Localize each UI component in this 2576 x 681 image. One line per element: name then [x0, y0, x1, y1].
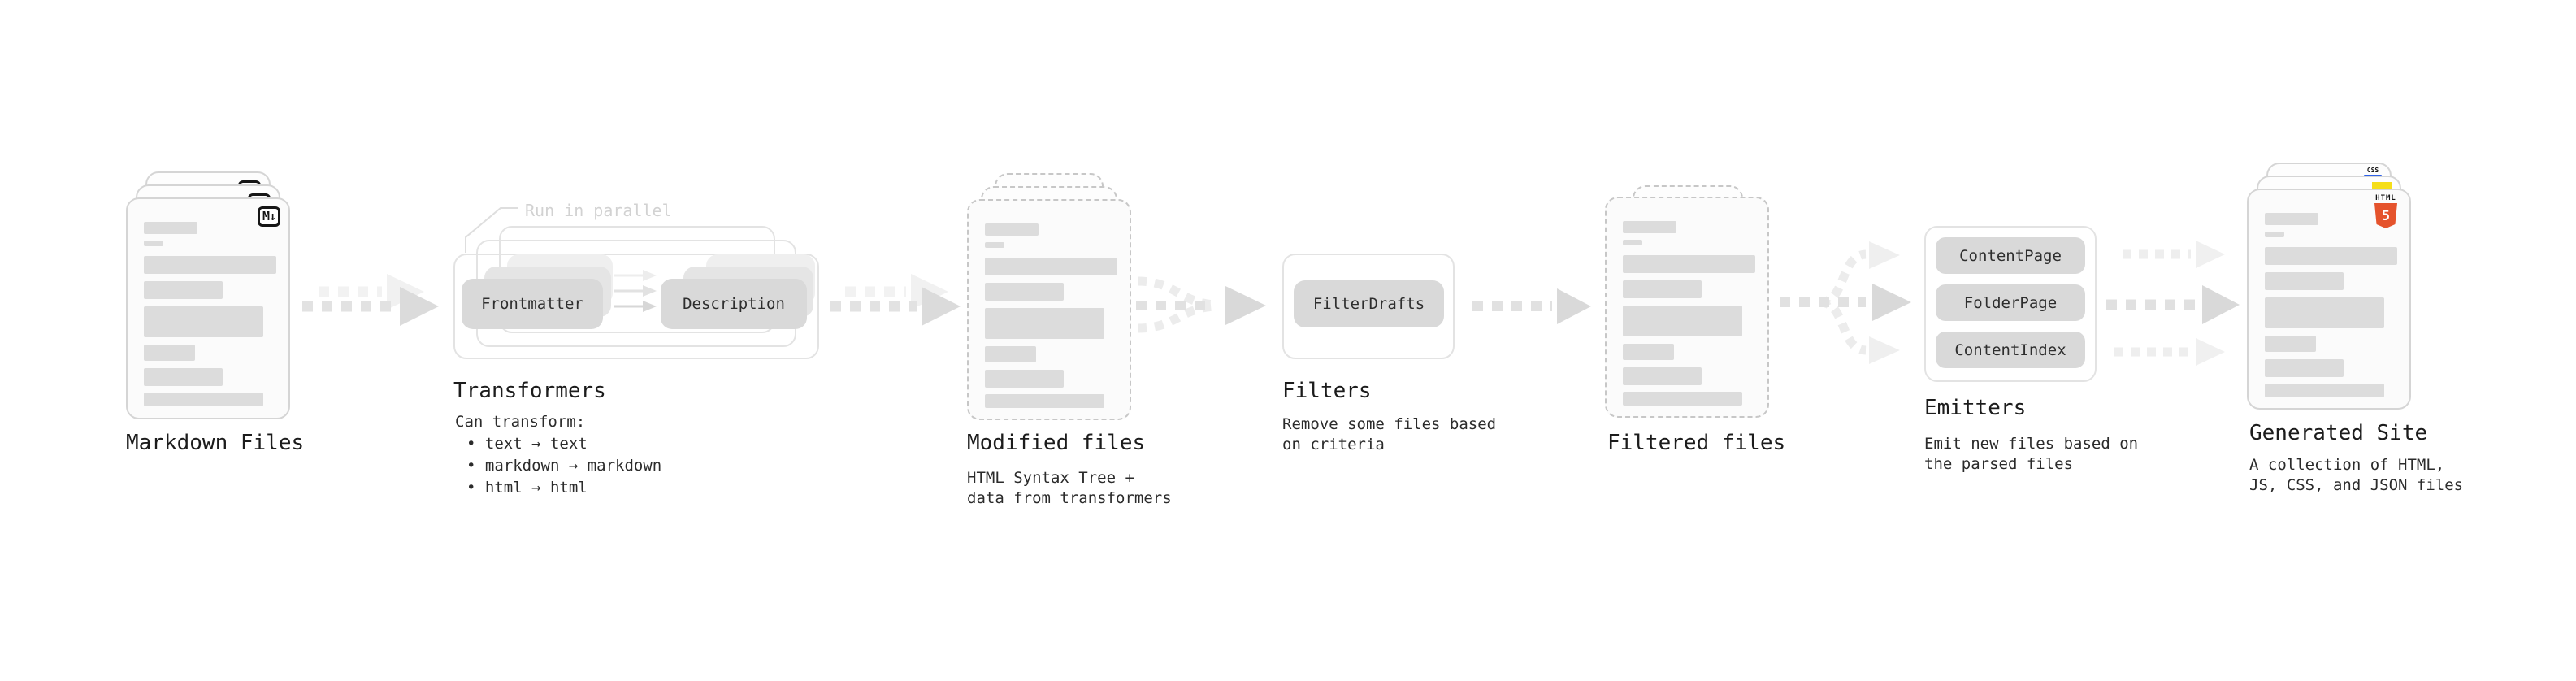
generated-site-note: A collection of HTML, JS, CSS, and JSON … — [2249, 455, 2463, 496]
flow-arrow-transformers-to-modified — [830, 274, 961, 326]
note-line: A collection of HTML, — [2249, 456, 2445, 474]
pill-label: Description — [683, 295, 785, 313]
emitter-pill-folderpage: FolderPage — [1936, 284, 2085, 321]
note-line: JS, CSS, and JSON files — [2249, 476, 2464, 494]
filtered-files-stack — [1605, 185, 1772, 421]
note-line: the parsed files — [1924, 455, 2074, 473]
flow-arrow-modified-to-filters — [1136, 276, 1266, 333]
doc-content-bars — [144, 222, 276, 406]
flow-arrow-filters-to-filtered — [1472, 288, 1591, 324]
filter-pill-filterdrafts: FilterDrafts — [1294, 280, 1444, 327]
doc-content-bars — [1623, 221, 1755, 406]
modified-files-note: HTML Syntax Tree + data from transformer… — [967, 468, 1172, 509]
note-line: HTML Syntax Tree + — [967, 469, 1134, 487]
modified-files-stack — [967, 173, 1134, 422]
pill-label: FolderPage — [1963, 293, 2058, 312]
transformer-pill-description: Description — [661, 279, 807, 329]
note-line: on criteria — [1282, 436, 1385, 453]
note-line: Emit new files based on — [1924, 435, 2139, 453]
doc-content-bars — [2265, 213, 2397, 397]
html5-logo-text: HTML — [2375, 194, 2396, 202]
pill-label: ContentIndex — [1954, 340, 2066, 359]
markdown-files-stack: M↓ M↓ M↓ — [126, 171, 313, 420]
modified-files-label: Modified files — [967, 431, 1146, 455]
modified-file-card-front — [967, 199, 1131, 420]
emitter-pill-contentindex: ContentIndex — [1936, 332, 2085, 368]
note-bullet: • markdown → markdown — [466, 457, 662, 475]
doc-content-bars — [985, 223, 1117, 408]
run-in-parallel-annotation: Run in parallel — [525, 201, 672, 220]
generated-site-label: Generated Site — [2249, 421, 2428, 445]
filtered-file-card-front — [1605, 197, 1769, 418]
filtered-files-label: Filtered files — [1607, 431, 1786, 455]
markdown-icon: M↓ — [257, 206, 280, 227]
pill-label: ContentPage — [1959, 246, 2062, 265]
markdown-files-label: Markdown Files — [126, 431, 305, 455]
emitter-pill-contentpage: ContentPage — [1936, 237, 2085, 274]
note-line: Can transform: — [455, 413, 586, 431]
flow-arrow-markdown-to-transformers — [302, 274, 439, 326]
generated-site-stack: CSS HTML 5 — [2247, 163, 2414, 411]
generated-file-card-front: HTML 5 — [2247, 189, 2411, 410]
emitters-note: Emit new files based on the parsed files — [1924, 434, 2138, 475]
pill-label: FilterDrafts — [1312, 295, 1425, 313]
filters-label: Filters — [1282, 379, 1372, 403]
filters-note: Remove some files based on criteria — [1282, 414, 1496, 455]
note-line: data from transformers — [967, 489, 1172, 507]
pill-label: Frontmatter — [481, 295, 583, 313]
emitters-label: Emitters — [1924, 396, 2027, 420]
transformers-note: Can transform: • text → text • markdown … — [455, 411, 661, 499]
css-badge-label: CSS — [2366, 167, 2379, 174]
transformer-box-front — [453, 254, 819, 359]
html5-logo-shield: 5 — [2374, 203, 2397, 228]
note-bullet: • text → text — [466, 435, 588, 453]
html5-logo-icon: HTML 5 — [2372, 194, 2400, 228]
note-bullet: • html → html — [466, 479, 588, 497]
markdown-file-card-front: M↓ — [126, 197, 290, 419]
transformer-pill-frontmatter: Frontmatter — [462, 279, 603, 329]
flow-arrow-filtered-to-emitters — [1780, 241, 1911, 364]
note-line: Remove some files based — [1282, 415, 1497, 433]
transformers-label: Transformers — [453, 379, 606, 403]
flow-arrow-emitters-to-generated — [2106, 241, 2240, 366]
